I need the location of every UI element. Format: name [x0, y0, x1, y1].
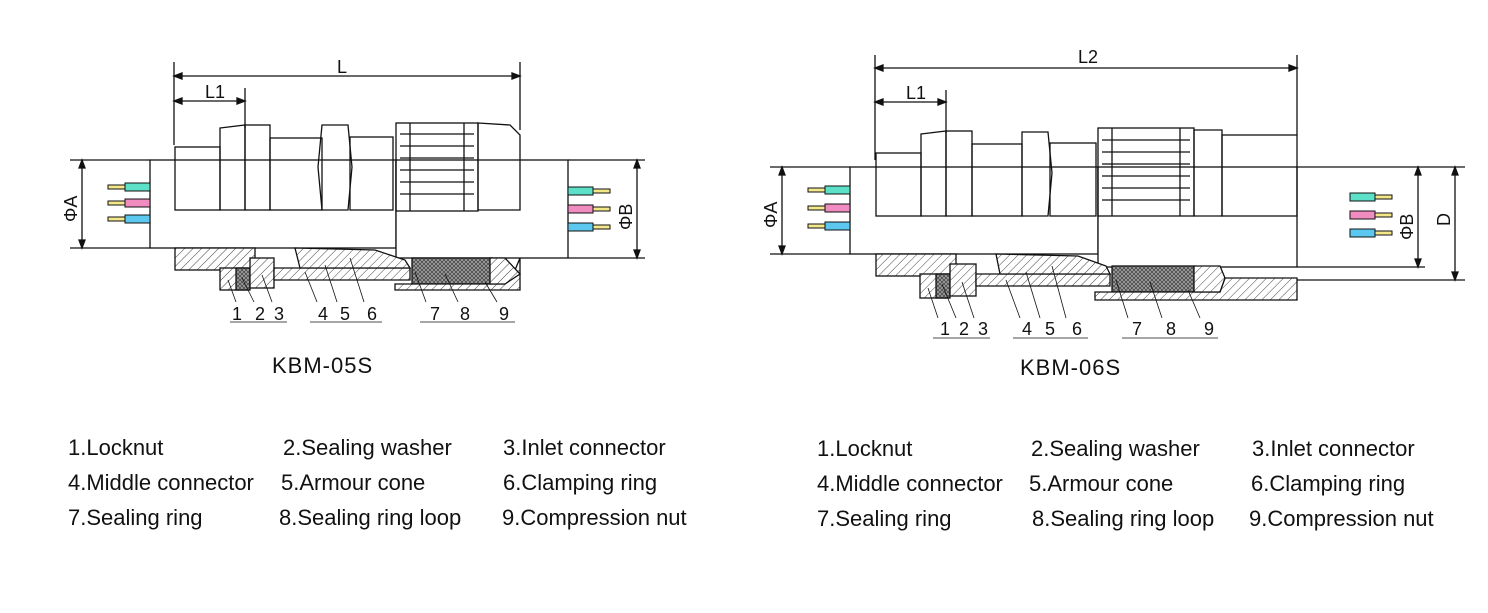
part-number: 8: [460, 304, 470, 324]
part-number: 6: [367, 304, 377, 324]
legend-item: 9.Compression nut: [1249, 506, 1434, 531]
dim-label-l: L: [337, 57, 347, 77]
part-number: 8: [1166, 319, 1176, 339]
wires-kbm-05s: [107, 182, 611, 232]
dim-label-b: ΦB: [616, 204, 636, 230]
part-number: 1: [232, 304, 242, 324]
gland-drawing-kbm-05s: [70, 62, 645, 323]
model-caption-kbm-05s: KBM-05S: [272, 353, 374, 378]
dimension-a-b-d: [770, 165, 1465, 282]
legend-item: 3.Inlet connector: [1252, 436, 1415, 461]
model-caption-kbm-06s: KBM-06S: [1020, 355, 1122, 380]
legend-item: 7.Sealing ring: [68, 505, 203, 530]
part-numbers-kbm-06s: 1 2 3 4 5 6 7 8 9: [940, 319, 1214, 339]
legend-item: 8.Sealing ring loop: [279, 505, 462, 530]
part-number: 2: [255, 304, 265, 324]
part-number: 2: [959, 319, 969, 339]
legend-item: 1.Locknut: [817, 436, 913, 461]
part-number: 7: [430, 304, 440, 324]
legend-item: 7.Sealing ring: [817, 506, 952, 531]
dim-label-l1: L1: [906, 83, 926, 103]
wires-kbm-06s: [807, 185, 1393, 238]
dimension-l2: [873, 55, 1299, 160]
dimension-a-b: [70, 158, 645, 260]
part-number: 4: [1022, 319, 1032, 339]
part-number: 1: [940, 319, 950, 339]
legend-item: 6.Clamping ring: [1251, 471, 1406, 496]
part-number: 6: [1072, 319, 1082, 339]
legend-item: 1.Locknut: [68, 435, 164, 460]
legend-item: 6.Clamping ring: [503, 470, 658, 495]
part-number: 5: [340, 304, 350, 324]
dimension-l: [172, 62, 522, 145]
part-number: 5: [1045, 319, 1055, 339]
dim-label-d: D: [1434, 213, 1454, 226]
part-number: 3: [978, 319, 988, 339]
legend-item: 4.Middle connector: [817, 471, 1003, 496]
compression-nut-ribs: [1102, 128, 1190, 216]
part-leaders-kbm-05s: [227, 257, 515, 323]
part-numbers-kbm-05s: 1 2 3 4 5 6 7 8 9: [232, 304, 509, 324]
legend-item: 9.Compression nut: [502, 505, 687, 530]
part-number: 9: [1204, 319, 1214, 339]
legend-item: 5.Armour cone: [281, 470, 426, 495]
part-number: 9: [499, 304, 509, 324]
dim-label-b: ΦB: [1397, 214, 1417, 240]
part-leaders-kbm-06s: [927, 265, 1218, 339]
legend-item: 2.Sealing washer: [283, 435, 452, 460]
part-number: 4: [318, 304, 328, 324]
part-number: 7: [1132, 319, 1142, 339]
dim-label-a: ΦA: [61, 196, 81, 222]
legend-item: 8.Sealing ring loop: [1032, 506, 1215, 531]
legend-item: 5.Armour cone: [1029, 471, 1174, 496]
legend-item: 3.Inlet connector: [503, 435, 666, 460]
compression-nut-ribs: [400, 123, 474, 211]
gland-drawing-kbm-06s: [770, 55, 1465, 339]
dim-label-l1: L1: [205, 82, 225, 102]
dim-label-l2: L2: [1078, 47, 1098, 67]
part-number: 3: [274, 304, 284, 324]
legend-item: 2.Sealing washer: [1031, 436, 1200, 461]
dim-label-a: ΦA: [761, 202, 781, 228]
legend-item: 4.Middle connector: [68, 470, 254, 495]
